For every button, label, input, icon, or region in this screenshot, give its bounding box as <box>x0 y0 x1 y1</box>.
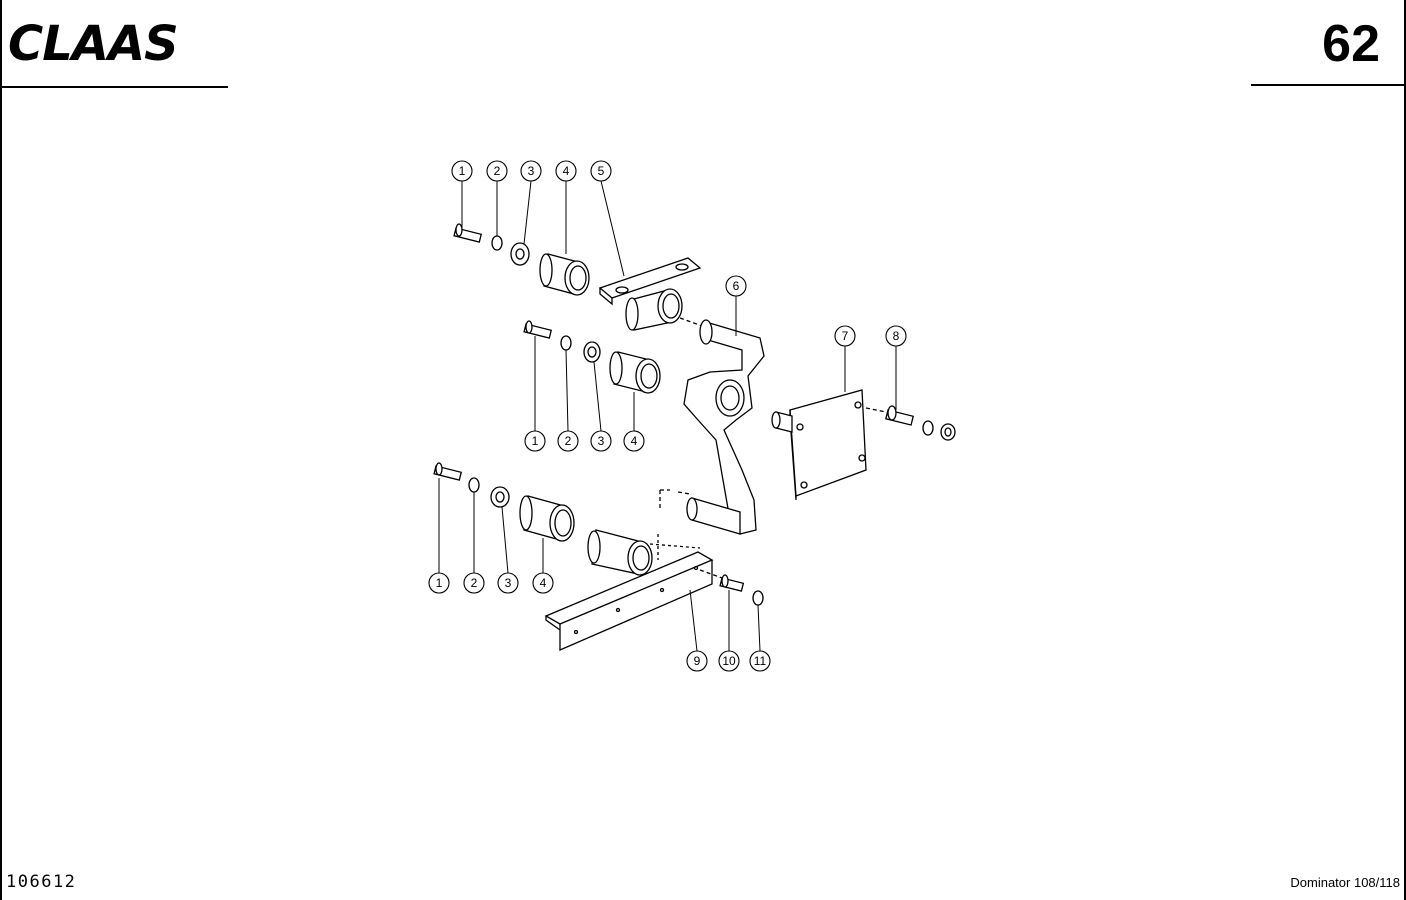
top-bracket-part <box>598 257 702 331</box>
top-washer-part <box>491 235 503 251</box>
top-nut-part <box>510 242 530 266</box>
callout-top-3: 3 <box>528 164 535 178</box>
page-number: 62 <box>1322 15 1380 73</box>
plate-nut-part <box>940 423 956 441</box>
callout-bracket-11: 11 <box>754 654 767 668</box>
claas-logo: CLAAS <box>8 20 179 64</box>
bracket-bolt-part <box>719 574 745 592</box>
callout-top-5: 5 <box>598 164 605 178</box>
callout-bracket-10: 10 <box>722 654 736 668</box>
leader-lines <box>438 180 897 652</box>
callout-top-2: 2 <box>494 164 501 178</box>
plate-washer-part <box>922 420 934 436</box>
middle-bushing-part <box>609 351 661 394</box>
callout-bottom-1: 1 <box>436 576 443 590</box>
callout-middle-4: 4 <box>631 434 638 448</box>
callout-top-1: 1 <box>459 164 466 178</box>
bottom-bolt-part <box>433 462 463 481</box>
top-bolt-part <box>453 223 483 243</box>
bottom-washer-part <box>468 477 480 493</box>
page-border-left <box>0 0 2 900</box>
header-rule-right <box>1251 84 1406 86</box>
logo-brand-text: CLAAS <box>8 20 178 64</box>
drawing-number: 106612 <box>6 872 77 892</box>
middle-bolt-part <box>523 320 553 339</box>
bottom-nut-part <box>490 486 510 508</box>
bottom-bushing-part <box>519 495 575 542</box>
page-border-right <box>1404 0 1406 900</box>
top-bushing-part <box>539 253 590 296</box>
plate-bolt-part <box>885 405 915 426</box>
callout-middle-3: 3 <box>598 434 605 448</box>
bracket-washer-part <box>752 590 764 606</box>
callout-circles <box>428 160 907 672</box>
header-rule-left <box>0 86 228 88</box>
mounting-plate-part <box>771 389 867 501</box>
callout-bracket-9: 9 <box>694 654 701 668</box>
callout-bottom-3: 3 <box>505 576 512 590</box>
callout-plate: 7 <box>842 329 849 343</box>
callout-top-4: 4 <box>563 164 570 178</box>
callout-bottom-2: 2 <box>471 576 478 590</box>
angle-bracket-part <box>544 529 714 651</box>
callout-middle-2: 2 <box>565 434 572 448</box>
machine-model-label: Dominator 108/118 <box>1290 875 1400 890</box>
callout-plate-bolt: 8 <box>893 329 900 343</box>
callout-arm: 6 <box>733 279 740 293</box>
callout-bottom-4: 4 <box>540 576 547 590</box>
callout-middle-1: 1 <box>532 434 539 448</box>
middle-nut-part <box>583 341 601 363</box>
middle-washer-part <box>560 335 572 351</box>
swing-arm-part <box>659 319 765 535</box>
